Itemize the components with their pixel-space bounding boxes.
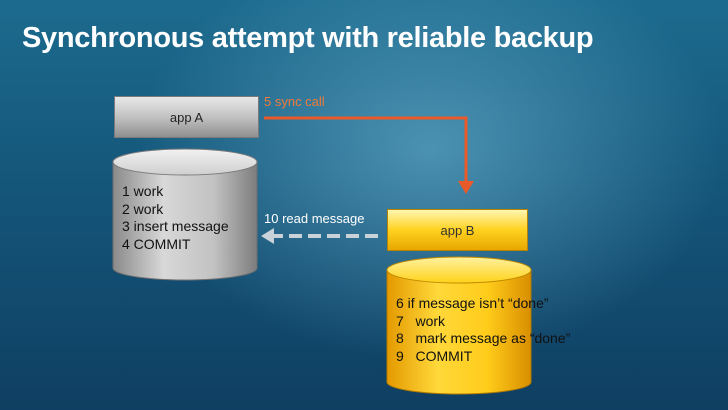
- database-b-icon: [386, 256, 532, 395]
- database-b-steps: 6 if message isn’t “done” 7 work 8 mark …: [396, 295, 570, 365]
- sync-call-label: 5 sync call: [264, 94, 325, 109]
- db-a-step: 2 work: [122, 200, 164, 217]
- read-message-label: 10 read message: [264, 211, 365, 226]
- database-a-steps: 1 work 2 work 3 insert message 4 COMMIT: [122, 183, 229, 253]
- db-a-step: 1 work: [122, 183, 164, 199]
- db-b-step: 7 work: [396, 312, 446, 329]
- db-b-step: 6 if message isn’t “done”: [396, 295, 549, 311]
- slide-title: Synchronous attempt with reliable backup: [22, 22, 594, 54]
- app-b-label: app B: [440, 222, 475, 238]
- read-message-arrow-icon: [261, 228, 378, 244]
- sync-call-arrow-icon: [264, 116, 474, 194]
- app-a-box: app A: [114, 96, 259, 138]
- database-a-icon: [112, 148, 258, 281]
- db-a-step: 3 insert message: [122, 218, 229, 234]
- db-b-step: 8 mark message as “done”: [396, 330, 571, 346]
- app-a-label: app A: [169, 109, 204, 125]
- db-b-step: 9 COMMIT: [396, 347, 473, 364]
- db-a-step: 4 COMMIT: [122, 235, 191, 252]
- app-b-box: app B: [387, 209, 528, 251]
